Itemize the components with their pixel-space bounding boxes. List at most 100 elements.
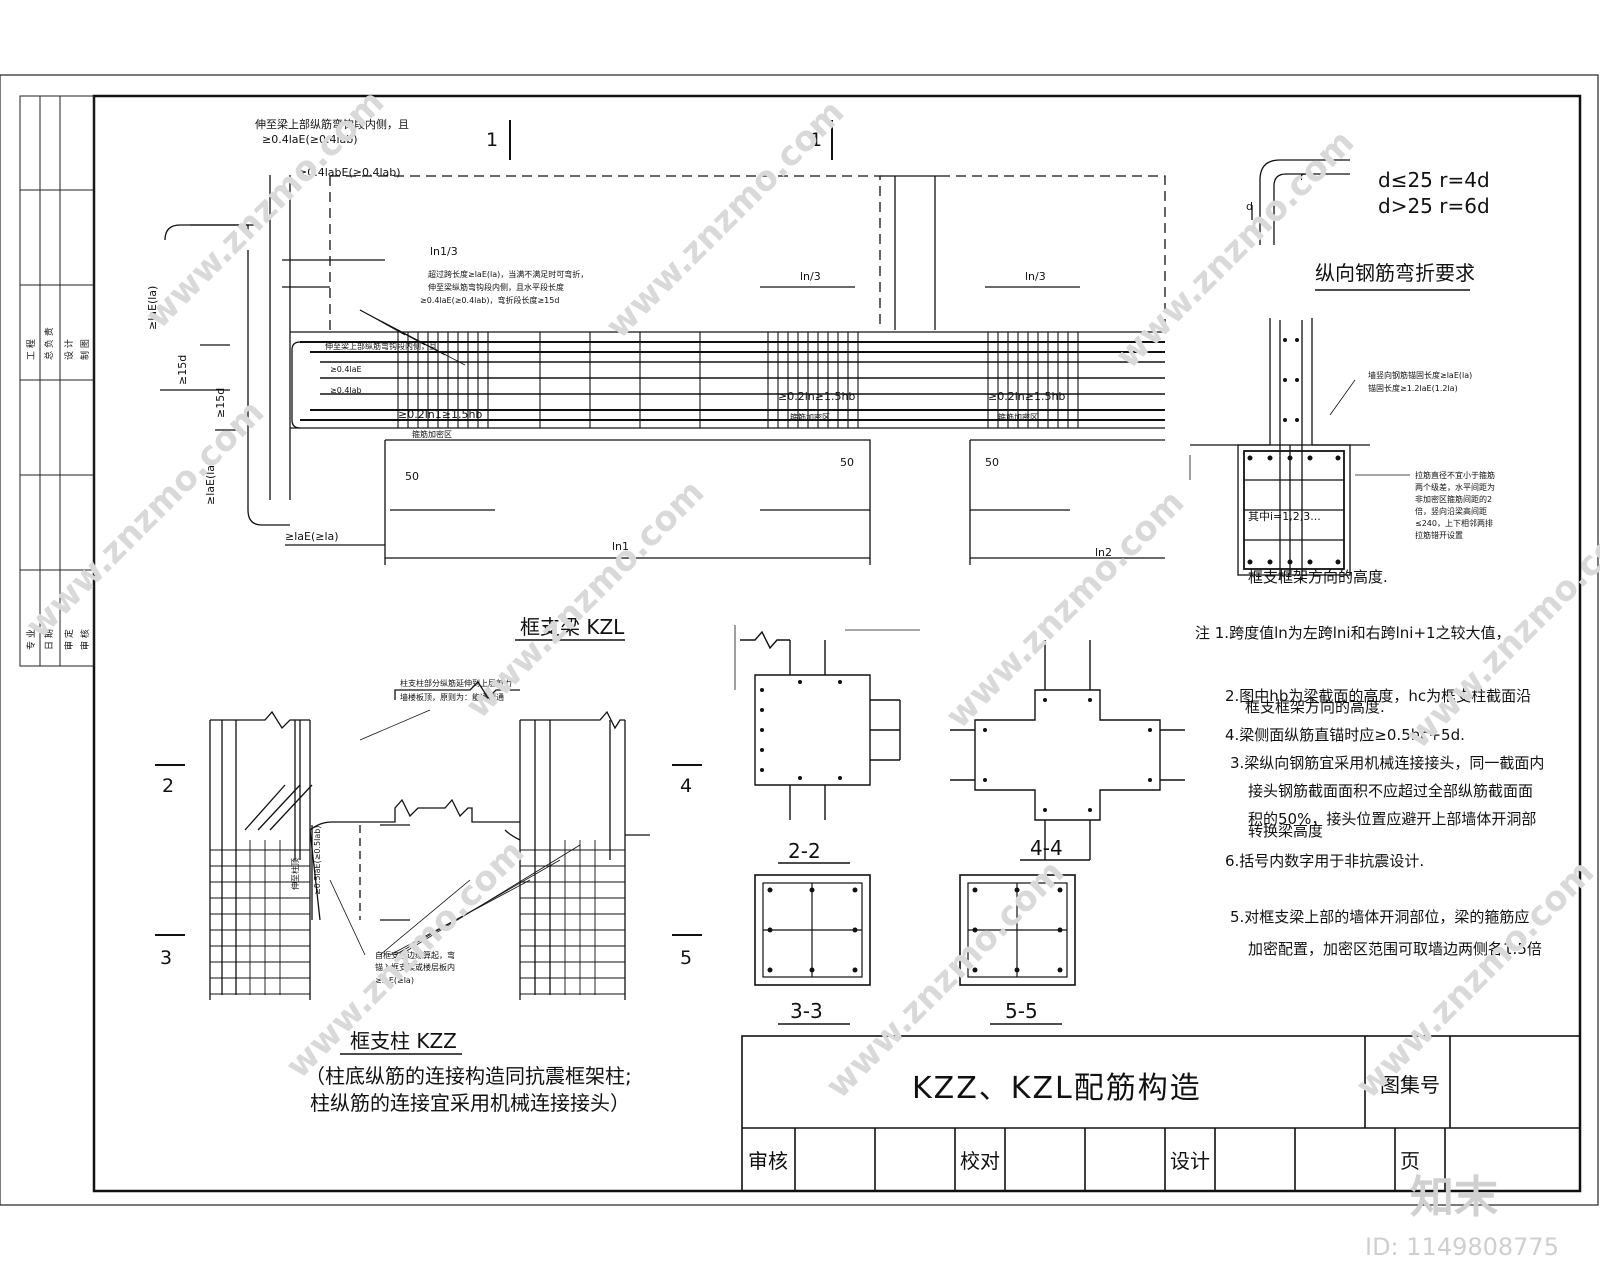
bend-rule-1: d≤25 r=4d	[1378, 168, 1490, 192]
col-sec4: 4	[680, 775, 692, 797]
beam-zone1: 箍筋加密区	[412, 429, 452, 439]
section-5-5	[959, 874, 1076, 986]
section-2-2-dots	[760, 680, 842, 780]
wall-side-1: 拉筋直径不宜小于箍筋	[1415, 470, 1495, 480]
strip-a: 工 程	[26, 339, 37, 360]
section-3-3-dots	[767, 887, 858, 973]
wall-side-6: 拉筋错开设置	[1415, 530, 1463, 540]
beam-d50-1: 50	[405, 470, 419, 483]
col-bottom-note-1: 自框支柱边缘算起，弯	[375, 950, 455, 960]
beam-ln2: ln2	[1095, 546, 1112, 559]
wall-height: 框支框架方向的高度.	[1248, 568, 1388, 586]
col-bottom-note-3: ≥laE(≥la)	[375, 976, 414, 985]
review-label: 审核	[748, 1149, 788, 1173]
col-bottom-note-2: 锚入框支梁或楼层板内	[375, 962, 455, 972]
section-2-2	[734, 625, 920, 820]
wall-dots	[1247, 338, 1341, 565]
beam-inner-note-1: 超过跨长度≥laE(la)，当满不满足时可弯折，	[428, 269, 588, 279]
beam-inner-note-3: ≥0.4laE(≥0.4lab)，弯折段长度≥15d	[420, 295, 559, 305]
wall-side-5: ≤240，上下相邻两排	[1415, 518, 1493, 528]
beam-lae-v2: ≥laE(la)	[204, 461, 217, 505]
col-anchor-2: 伸至柱顶	[290, 858, 300, 890]
beam-ln1-3: ln1/3	[430, 245, 458, 258]
outer-frame	[0, 74, 1599, 1206]
column-note-2: 柱纵筋的连接宜采用机械连接接头）	[310, 1091, 630, 1115]
check-label: 校对	[960, 1149, 1000, 1173]
notes-block: 注 1.跨度值ln为左跨lni和右跨lni+1之较大值， 2.图中hb为梁截面的…	[1195, 624, 1544, 958]
wm-10: www.znzmo.com	[1348, 852, 1600, 1106]
sec-5-5-label: 5-5	[1005, 999, 1038, 1023]
bend-detail	[1251, 159, 1470, 291]
beam-lae-v: ≥laE(la)	[146, 286, 159, 330]
column-caption: 框支柱 KZZ	[350, 1029, 457, 1053]
beam-inner-note-2: 伸至梁纵筋弯钩段内侧，且水平段长度	[428, 282, 564, 292]
note-2: 2.图中hb为梁截面的高度，hc为框支柱截面沿	[1225, 687, 1531, 705]
atlas-no-label: 图集号	[1380, 1073, 1440, 1097]
beam-lae-h: ≥laE(≥la)	[285, 530, 339, 543]
strip-f: 日 期	[44, 629, 55, 650]
beam-ge15d-b: ≥15d	[214, 388, 227, 418]
section-3-3	[754, 874, 871, 986]
left-strip	[19, 95, 95, 667]
bend-caption: 纵向钢筋弯折要求	[1315, 261, 1475, 285]
beam-sec1-left: 1	[486, 129, 498, 151]
wall-note-2: 锚固长度≥1.2laE(1.2la)	[1368, 383, 1458, 393]
wall-section	[1189, 318, 1410, 580]
note-3: 框支框架方向的高度.	[1245, 698, 1385, 716]
sec-3-3-label: 3-3	[790, 999, 823, 1023]
strip-h: 审 核	[79, 629, 91, 650]
strip-d: 制 图	[79, 339, 91, 360]
beam-sec1-right: 1	[810, 129, 822, 151]
id-watermark: ID: 1149808775	[1365, 1233, 1559, 1261]
beam-ge15d: ≥15d	[176, 355, 189, 385]
beam-top-note-3: ≥0.4labE(≥0.4lab)	[298, 166, 401, 179]
beam-d50-3: 50	[985, 456, 999, 469]
note-10: 5.对框支梁上部的墙体开洞部位，梁的箍筋应	[1230, 908, 1529, 926]
section-4-4	[950, 640, 1185, 860]
note-4: 4.梁侧面纵筋直锚时应≥0.5hc+5d.	[1225, 726, 1465, 744]
wall-note-1: 墙竖向钢筋锚固长度≥laE(la)	[1368, 370, 1472, 380]
col-sec5: 5	[680, 947, 692, 969]
beam-zone3: 箍筋加密区	[998, 412, 1038, 422]
beam-top-note-1: 伸至梁上部纵筋弯钩段内侧，且	[255, 117, 409, 131]
strip-b: 总 负 责	[43, 327, 55, 360]
wall-side-3: 非加密区箍筋间距的2	[1415, 494, 1492, 504]
wm-3: www.znzmo.com	[1108, 122, 1362, 376]
strip-c: 设 计	[63, 339, 75, 360]
beam-inner-c: ≥0.4lab	[330, 386, 362, 395]
wm-6: www.znzmo.com	[938, 482, 1192, 736]
beam-dense1: ≥0.2ln1≥1.5hb	[398, 408, 482, 421]
sec-2-2-label: 2-2	[788, 839, 821, 863]
section-4-4-dots	[983, 698, 1152, 812]
sec-4-4-label: 4-4	[1030, 836, 1063, 860]
strip-e: 专 业	[25, 629, 37, 650]
drawing-title: KZZ、KZL配筋构造	[912, 1071, 1202, 1106]
beam-ln1: ln1	[612, 540, 629, 553]
beam-ln-3-b: ln/3	[1025, 270, 1046, 283]
col-sec3: 3	[160, 947, 172, 969]
beam-dense2: ≥0.2ln≥1.5hb	[778, 390, 855, 403]
beam-ln-3-a: ln/3	[800, 270, 821, 283]
beam-kzl-drawing	[160, 120, 1166, 565]
wall-side-4: 倍，竖向沿梁高间距	[1415, 506, 1487, 516]
section-5-5-dots	[972, 887, 1063, 973]
design-label: 设计	[1170, 1149, 1210, 1173]
brand-watermark: 知末	[1410, 1172, 1498, 1223]
strip-g: 审 定	[63, 629, 75, 650]
col-anchor-1: ≥0.5laE(≥0.5lab)	[313, 826, 322, 895]
wm-2: www.znzmo.com	[598, 92, 852, 346]
note-7: 积的50%，接头位置应避开上部墙体开洞部	[1248, 810, 1536, 828]
page-label: 页	[1400, 1149, 1420, 1173]
bend-r: r	[1300, 170, 1305, 183]
wm-4: www.znzmo.com	[18, 392, 272, 646]
note-5: 3.梁纵向钢筋宜采用机械连接接头，同一截面内	[1230, 754, 1544, 772]
beam-kzl-labels: 1 1 伸至梁上部纵筋弯钩段内侧，且 ≥0.4laE(≥0.4lab) ≥0.4…	[146, 117, 1112, 641]
bend-rule-2: d>25 r=6d	[1378, 194, 1490, 218]
beam-top-note-2: ≥0.4laE(≥0.4lab)	[262, 133, 358, 146]
col-top-note-1: 柱支柱部分纵筋延伸到上层剪力	[400, 678, 512, 688]
wm-5: www.znzmo.com	[458, 472, 712, 726]
column-kzz-drawing	[155, 680, 702, 1000]
note-8: 转换梁高度	[1248, 822, 1323, 840]
beam-caption: 框支梁 KZL	[520, 615, 625, 639]
